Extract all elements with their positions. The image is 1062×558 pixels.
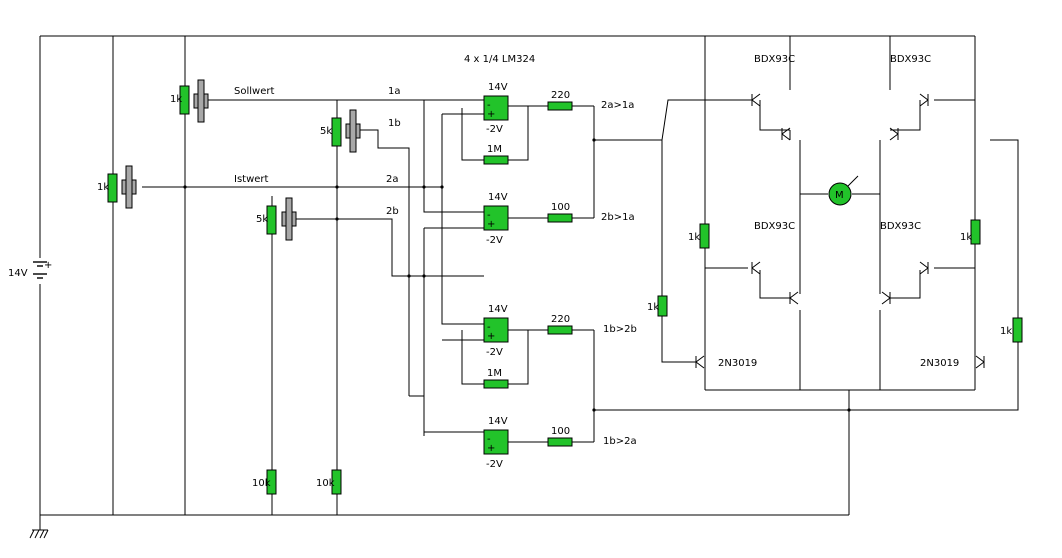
resistor-10k-a: 10k: [252, 469, 277, 495]
battery-label: 14V: [8, 268, 28, 279]
svg-text:-: -: [487, 322, 491, 333]
pot-p3-label: 5k: [320, 126, 332, 137]
svg-text:-2V: -2V: [486, 235, 503, 246]
svg-text:+: +: [487, 109, 495, 120]
svg-text:100: 100: [551, 426, 570, 437]
svg-text:-: -: [487, 210, 491, 221]
resistor-10k-b: 10k: [316, 469, 342, 495]
svg-text:1b: 1b: [388, 118, 401, 129]
pot-p3[interactable]: 5k: [320, 109, 361, 153]
title: 4 x 1/4 LM324: [464, 54, 535, 65]
svg-text:BDX93C: BDX93C: [880, 221, 921, 232]
svg-text:2b>1a: 2b>1a: [601, 212, 635, 223]
junctions: [183, 138, 851, 412]
svg-text:14V: 14V: [488, 304, 508, 315]
svg-text:1b>2b: 1b>2b: [603, 324, 637, 335]
svg-text:-2V: -2V: [486, 124, 503, 135]
opamp-1: - + 14V -2V 2a>1a: [483, 82, 634, 135]
svg-text:Sollwert: Sollwert: [234, 86, 274, 97]
opamp-3: - + 14V -2V 1b>2b: [483, 304, 637, 358]
svg-text:100: 100: [551, 202, 570, 213]
svg-text:10k: 10k: [316, 478, 335, 489]
svg-text:14V: 14V: [488, 82, 508, 93]
svg-text:2N3019: 2N3019: [920, 358, 959, 369]
motor-icon: M: [828, 175, 859, 206]
pot-p4[interactable]: 5k: [256, 197, 297, 241]
transistors: BDX93C BDX93C BDX93C BDX93C 2N3019 2N301…: [695, 54, 985, 369]
svg-text:-: -: [487, 100, 491, 111]
svg-text:1a: 1a: [388, 86, 401, 97]
pot-p2[interactable]: 1k: [97, 165, 137, 209]
pot-p1[interactable]: 1k: [170, 79, 209, 123]
pot-p2-label: 1k: [97, 182, 109, 193]
svg-text:14V: 14V: [488, 192, 508, 203]
svg-text:+: +: [44, 260, 52, 271]
svg-text:M: M: [835, 190, 844, 201]
svg-text:1k: 1k: [960, 232, 972, 243]
svg-text:BDX93C: BDX93C: [754, 54, 795, 65]
svg-text:2N3019: 2N3019: [718, 358, 757, 369]
svg-text:-: -: [487, 434, 491, 445]
svg-text:-2V: -2V: [486, 347, 503, 358]
opamp-2: - + 14V -2V 2b>1a: [483, 192, 635, 246]
svg-text:1M: 1M: [487, 144, 502, 155]
pot-p4-label: 5k: [256, 214, 268, 225]
svg-text:220: 220: [551, 314, 570, 325]
svg-text:220: 220: [551, 90, 570, 101]
signal-labels: 4 x 1/4 LM324 Sollwert Istwert 1a 1b 2a …: [234, 54, 535, 217]
svg-text:BDX93C: BDX93C: [754, 221, 795, 232]
svg-text:BDX93C: BDX93C: [890, 54, 931, 65]
svg-text:10k: 10k: [252, 478, 271, 489]
svg-text:+: +: [487, 331, 495, 342]
svg-text:1k: 1k: [688, 232, 700, 243]
pot-p1-label: 1k: [170, 94, 182, 105]
ground-icon: [29, 529, 49, 539]
svg-text:Istwert: Istwert: [234, 174, 269, 185]
svg-text:1M: 1M: [487, 368, 502, 379]
svg-text:2a>1a: 2a>1a: [601, 100, 634, 111]
svg-text:-2V: -2V: [486, 459, 503, 470]
battery: + 14V: [8, 258, 52, 284]
wires: [39, 35, 1019, 530]
svg-text:+: +: [487, 443, 495, 454]
opamp-4: - + 14V -2V 1b>2a: [483, 416, 637, 470]
svg-text:2a: 2a: [386, 174, 399, 185]
opamp-resistors: 220 1M 100 220 1M 100: [483, 90, 573, 447]
svg-text:14V: 14V: [488, 416, 508, 427]
svg-text:2b: 2b: [386, 206, 399, 217]
svg-text:1b>2a: 1b>2a: [603, 436, 637, 447]
bridge-resistors: 1k 1k 1k 1k: [647, 219, 1023, 343]
svg-text:1k: 1k: [1000, 326, 1012, 337]
svg-text:+: +: [487, 219, 495, 230]
svg-text:1k: 1k: [647, 302, 659, 313]
